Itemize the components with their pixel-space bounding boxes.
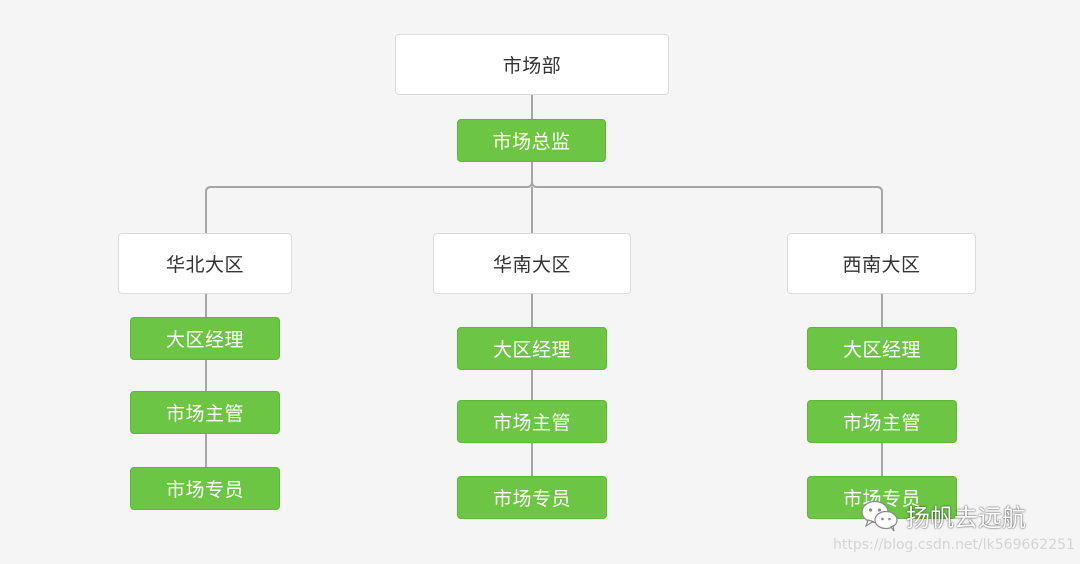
node-role-manager: 大区经理 bbox=[807, 327, 957, 370]
node-role-specialist: 市场专员 bbox=[457, 476, 607, 519]
node-region-south: 华南大区 bbox=[433, 233, 631, 294]
node-root-label: 市场部 bbox=[502, 55, 562, 77]
node-role-label: 市场专员 bbox=[842, 488, 921, 510]
node-role-specialist: 市场专员 bbox=[130, 467, 280, 510]
node-director-label: 市场总监 bbox=[492, 131, 571, 153]
node-role-supervisor: 市场主管 bbox=[807, 400, 957, 443]
node-role-label: 大区经理 bbox=[492, 339, 571, 361]
node-role-label: 大区经理 bbox=[165, 329, 244, 351]
account-name: 扬帆去远航 bbox=[906, 504, 1026, 532]
connector-hub-branches bbox=[205, 181, 883, 233]
node-role-label: 市场专员 bbox=[165, 479, 244, 501]
node-role-label: 市场主管 bbox=[842, 412, 921, 434]
node-role-label: 大区经理 bbox=[842, 339, 921, 361]
node-role-supervisor: 市场主管 bbox=[130, 391, 280, 434]
node-role-label: 市场主管 bbox=[492, 412, 571, 434]
node-region-label: 华北大区 bbox=[165, 254, 244, 276]
node-role-supervisor: 市场主管 bbox=[457, 400, 607, 443]
node-role-label: 市场主管 bbox=[165, 403, 244, 425]
url-watermark: https://blog.csdn.net/lk569662251 bbox=[833, 537, 1075, 553]
wechat-icon bbox=[861, 500, 898, 531]
node-region-southwest: 西南大区 bbox=[787, 233, 976, 294]
node-role-label: 市场专员 bbox=[492, 488, 571, 510]
node-role-manager: 大区经理 bbox=[130, 317, 280, 360]
node-region-north: 华北大区 bbox=[118, 233, 292, 294]
node-region-label: 西南大区 bbox=[842, 254, 921, 276]
node-director: 市场总监 bbox=[457, 119, 606, 162]
node-root: 市场部 bbox=[395, 34, 669, 95]
account-watermark: 扬帆去远航 bbox=[860, 498, 1026, 533]
node-role-manager: 大区经理 bbox=[457, 327, 607, 370]
node-region-label: 华南大区 bbox=[492, 254, 571, 276]
